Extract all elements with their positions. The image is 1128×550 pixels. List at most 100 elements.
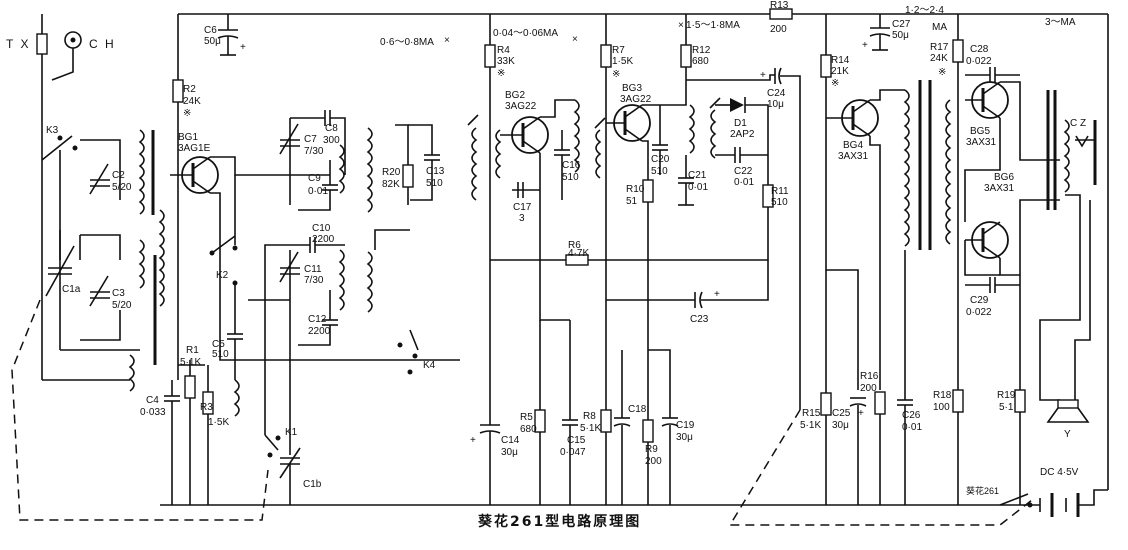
- bg3-wiring: [642, 78, 771, 180]
- r14-name: R14: [831, 55, 850, 66]
- diagram-title: 葵花261型电路原理图: [477, 513, 641, 530]
- resistor-r18: R18 100: [933, 389, 964, 505]
- c29-value: 0·022: [966, 307, 992, 318]
- bg5-type: 3AX31: [966, 137, 996, 148]
- resistor-r6: R6 4·7K: [490, 205, 769, 266]
- current-i4: 1·2～2·4 MA: [905, 5, 947, 33]
- dc-label: DC 4·5V: [1040, 467, 1079, 478]
- r10-name: R10: [626, 184, 645, 195]
- resistor-r19: R19 5·1: [997, 389, 1026, 505]
- current-i3: × 1·5～1·8MA: [678, 20, 740, 31]
- capacitor-c26: C26 0·01: [897, 250, 922, 505]
- bg5-name: BG5: [970, 126, 990, 137]
- r17-name: R17: [930, 42, 949, 53]
- r7-value: 1·5K: [612, 56, 633, 67]
- c16-name: C16: [562, 160, 581, 171]
- svg-text:×: ×: [444, 35, 450, 46]
- current-i2: 0·04～0·06MA ×: [493, 28, 578, 45]
- transistor-bg2: BG2 3AG22: [500, 90, 549, 154]
- c19-name: C19: [676, 420, 695, 431]
- c6-name: C6: [204, 25, 217, 36]
- c3-value: 5/20: [112, 300, 132, 311]
- capacitor-c12: C12 2200: [298, 290, 338, 346]
- c1b-label: C1b: [303, 479, 322, 490]
- r9-name: R9: [645, 444, 658, 455]
- c4-name: C4: [146, 395, 159, 406]
- driver-transformer: [903, 80, 952, 250]
- svg-text:+: +: [714, 289, 720, 300]
- r8-value: 5·1K: [580, 423, 601, 434]
- input-coil-1: [138, 129, 165, 307]
- resistor-r11: R11 510: [762, 184, 789, 208]
- r16-value: 200: [860, 383, 877, 394]
- i4-label: 1·2～2·4: [905, 5, 944, 16]
- battery-dc: DC 4·5V: [1020, 467, 1108, 517]
- capacitor-c14: + C14 30μ: [470, 420, 520, 505]
- r18-name: R18: [933, 390, 952, 401]
- c5-value: 510: [212, 349, 229, 360]
- resistor-r9: R9 200: [642, 350, 662, 505]
- capacitor-c1b: C1b: [279, 345, 322, 505]
- capacitor-c5: C5 510: [212, 285, 243, 417]
- capacitor-c13: C13 510: [408, 124, 445, 201]
- cz-label: C Z: [1070, 118, 1086, 129]
- diode-d1: D1 2AP2: [715, 97, 769, 185]
- capacitor-c29: C29 0·022: [965, 277, 1020, 318]
- r19-name: R19: [997, 390, 1016, 401]
- c12-name: C12: [308, 314, 327, 325]
- r3-value: 1·5K: [208, 417, 229, 428]
- capacitor-c7: C7 7/30: [279, 118, 324, 205]
- c9-value: 0·01: [308, 186, 328, 197]
- capacitor-c6: C6 50μ +: [204, 14, 246, 56]
- k1-label: K1: [285, 427, 298, 438]
- input-coil-2: [128, 239, 157, 392]
- transistor-bg3: BG3 3AG22: [606, 83, 652, 142]
- capacitor-c11: C11 7/30: [279, 250, 324, 345]
- capacitor-c17: C17 3: [512, 182, 540, 224]
- bg6-type: 3AX31: [984, 183, 1014, 194]
- c8-value: 300: [323, 135, 340, 146]
- resistor-r1: R1 5·1K: [180, 345, 201, 505]
- r15-value: 5·1K: [800, 420, 821, 431]
- c19-value: 30μ: [676, 432, 693, 443]
- c12-value: 2200: [308, 326, 331, 337]
- switch-k2: K2: [209, 235, 238, 286]
- if1-transformer: [366, 114, 479, 213]
- capacitor-c2: C2 5/20: [89, 163, 132, 195]
- r5-name: R5: [520, 412, 533, 423]
- c7-name: C7: [304, 134, 317, 145]
- bg3-name: BG3: [622, 83, 642, 94]
- c15-name: C15: [567, 435, 586, 446]
- r13-value: 200: [770, 24, 787, 35]
- capacitor-c18: C18: [613, 350, 647, 505]
- r12-value: 680: [692, 56, 709, 67]
- resistor-r17: R17 24K ※: [930, 14, 964, 80]
- i2-label: 0·04～0·06MA: [493, 28, 558, 39]
- r17-value: 24K: [930, 53, 948, 64]
- capacitor-c19: C19 30μ: [648, 349, 695, 505]
- c11-value: 7/30: [304, 275, 324, 286]
- r6-value: 4·7K: [568, 248, 589, 259]
- r2-value: 24K: [183, 96, 201, 107]
- r1-name: R1: [186, 345, 199, 356]
- r12-name: R12: [692, 45, 711, 56]
- capacitor-c10: C10 2200: [264, 223, 345, 253]
- resistor-r16: R16 200: [860, 371, 886, 505]
- bg1-type: 3AG1E: [178, 143, 211, 154]
- svg-text:×: ×: [572, 34, 578, 45]
- capacitor-c22: C22 0·01: [715, 147, 768, 188]
- r4-value: 33K: [497, 56, 515, 67]
- brand-label: 葵花261: [966, 485, 999, 496]
- svg-text:※: ※: [497, 68, 505, 79]
- c27-name: C27: [892, 19, 911, 30]
- power-switch: 葵花261: [966, 485, 1033, 508]
- capacitor-c23: C23 +: [606, 260, 769, 325]
- c14-value: 30μ: [501, 447, 518, 458]
- c16-value: 510: [562, 172, 579, 183]
- c14-name: C14: [501, 435, 520, 446]
- capacitor-c28: C28 0·022: [965, 44, 1020, 83]
- if1-lower-coil: [366, 229, 410, 313]
- k2-label: K2: [216, 270, 229, 281]
- bg2-name: BG2: [505, 90, 525, 101]
- switch-k3: K3: [41, 125, 78, 161]
